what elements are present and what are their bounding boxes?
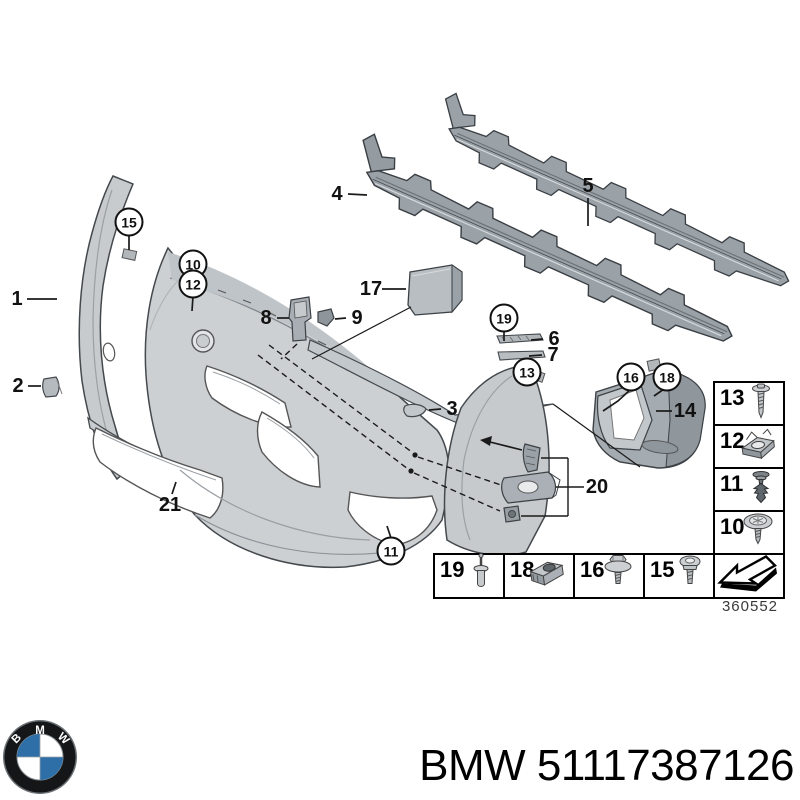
- svg-text:M: M: [35, 725, 45, 737]
- bmw-logo: B M W: [3, 720, 77, 794]
- guide-strip-part-7: [497, 350, 546, 361]
- legend-cell-10: 10: [713, 510, 785, 555]
- cage-nut-icon: [735, 424, 781, 469]
- legend-number: 13: [720, 385, 745, 410]
- button-screw-icon: [669, 553, 711, 600]
- carrier-part-4: [352, 130, 743, 356]
- diagram-number: 360552: [721, 598, 779, 615]
- corner-bracket-part-14: [592, 358, 706, 469]
- legend-cell-12: 12: [713, 424, 785, 469]
- legend-number: 10: [720, 514, 745, 539]
- callout-13: 13: [512, 357, 542, 387]
- legend-number: 16: [580, 557, 605, 582]
- blind-rivet-icon: [461, 552, 501, 601]
- legend-number: 11: [720, 471, 744, 496]
- legend-number: 12: [720, 428, 745, 453]
- callout-7: 7: [547, 344, 559, 366]
- callout-20: 20: [585, 476, 609, 498]
- tapping-screw-icon: [741, 381, 781, 426]
- legend-cell-13: 13: [713, 381, 785, 426]
- bumper-face-part-11: [92, 246, 554, 569]
- legend-cell-16: 16: [573, 553, 645, 599]
- bracket-part-8: [288, 296, 312, 342]
- washer-screw-icon: [735, 510, 781, 555]
- callout-15: 15: [114, 207, 144, 237]
- callout-12: 12: [178, 269, 208, 299]
- sensor-part-9: [317, 308, 335, 327]
- clip-nut-icon: [523, 553, 571, 600]
- callout-18: 18: [652, 362, 682, 392]
- legend-cell-15: 15: [643, 553, 715, 599]
- callout-1: 1: [11, 288, 23, 310]
- legend-cell-18: 18: [503, 553, 575, 599]
- callout-8: 8: [260, 307, 272, 329]
- washer-cap-part-3: [403, 403, 427, 418]
- carrier-part-5: [435, 89, 799, 299]
- cover-part-17: [407, 264, 463, 316]
- callout-19: 19: [489, 303, 519, 333]
- alignment-dots: [408, 452, 418, 474]
- tow-cap-part-2: [42, 376, 63, 398]
- legend-cell-19: 19: [433, 553, 505, 599]
- expanding-rivet-icon: [741, 467, 781, 512]
- callout-9: 9: [351, 307, 363, 329]
- callout-21: 21: [158, 494, 182, 516]
- callout-16: 16: [616, 362, 646, 392]
- callout-4: 4: [331, 183, 343, 205]
- callout-17: 17: [359, 278, 383, 300]
- part-number-text: BMW 51117387126: [419, 741, 794, 790]
- callout-2: 2: [12, 375, 24, 397]
- legend-number: 19: [440, 557, 465, 582]
- hex-washer-screw-icon: [595, 553, 641, 600]
- leader-lines: [27, 193, 672, 539]
- callout-11: 11: [376, 536, 406, 566]
- direction-arrow-icon: [716, 553, 780, 600]
- legend-number: 18: [510, 557, 535, 582]
- dashed-alignment-lines: [257, 343, 502, 512]
- callout-14: 14: [673, 400, 697, 422]
- callout-6: 6: [548, 328, 560, 350]
- assembly-arrow: [480, 436, 523, 451]
- fog-bracket-group-part-20: [501, 443, 561, 523]
- callout-5: 5: [582, 175, 594, 197]
- legend-cell-11: 11: [713, 467, 785, 512]
- legend-cell-arrow: [713, 553, 785, 599]
- legend-number: 15: [650, 557, 675, 582]
- callout-3: 3: [446, 398, 458, 420]
- bumper-skin-part-1: [78, 175, 138, 481]
